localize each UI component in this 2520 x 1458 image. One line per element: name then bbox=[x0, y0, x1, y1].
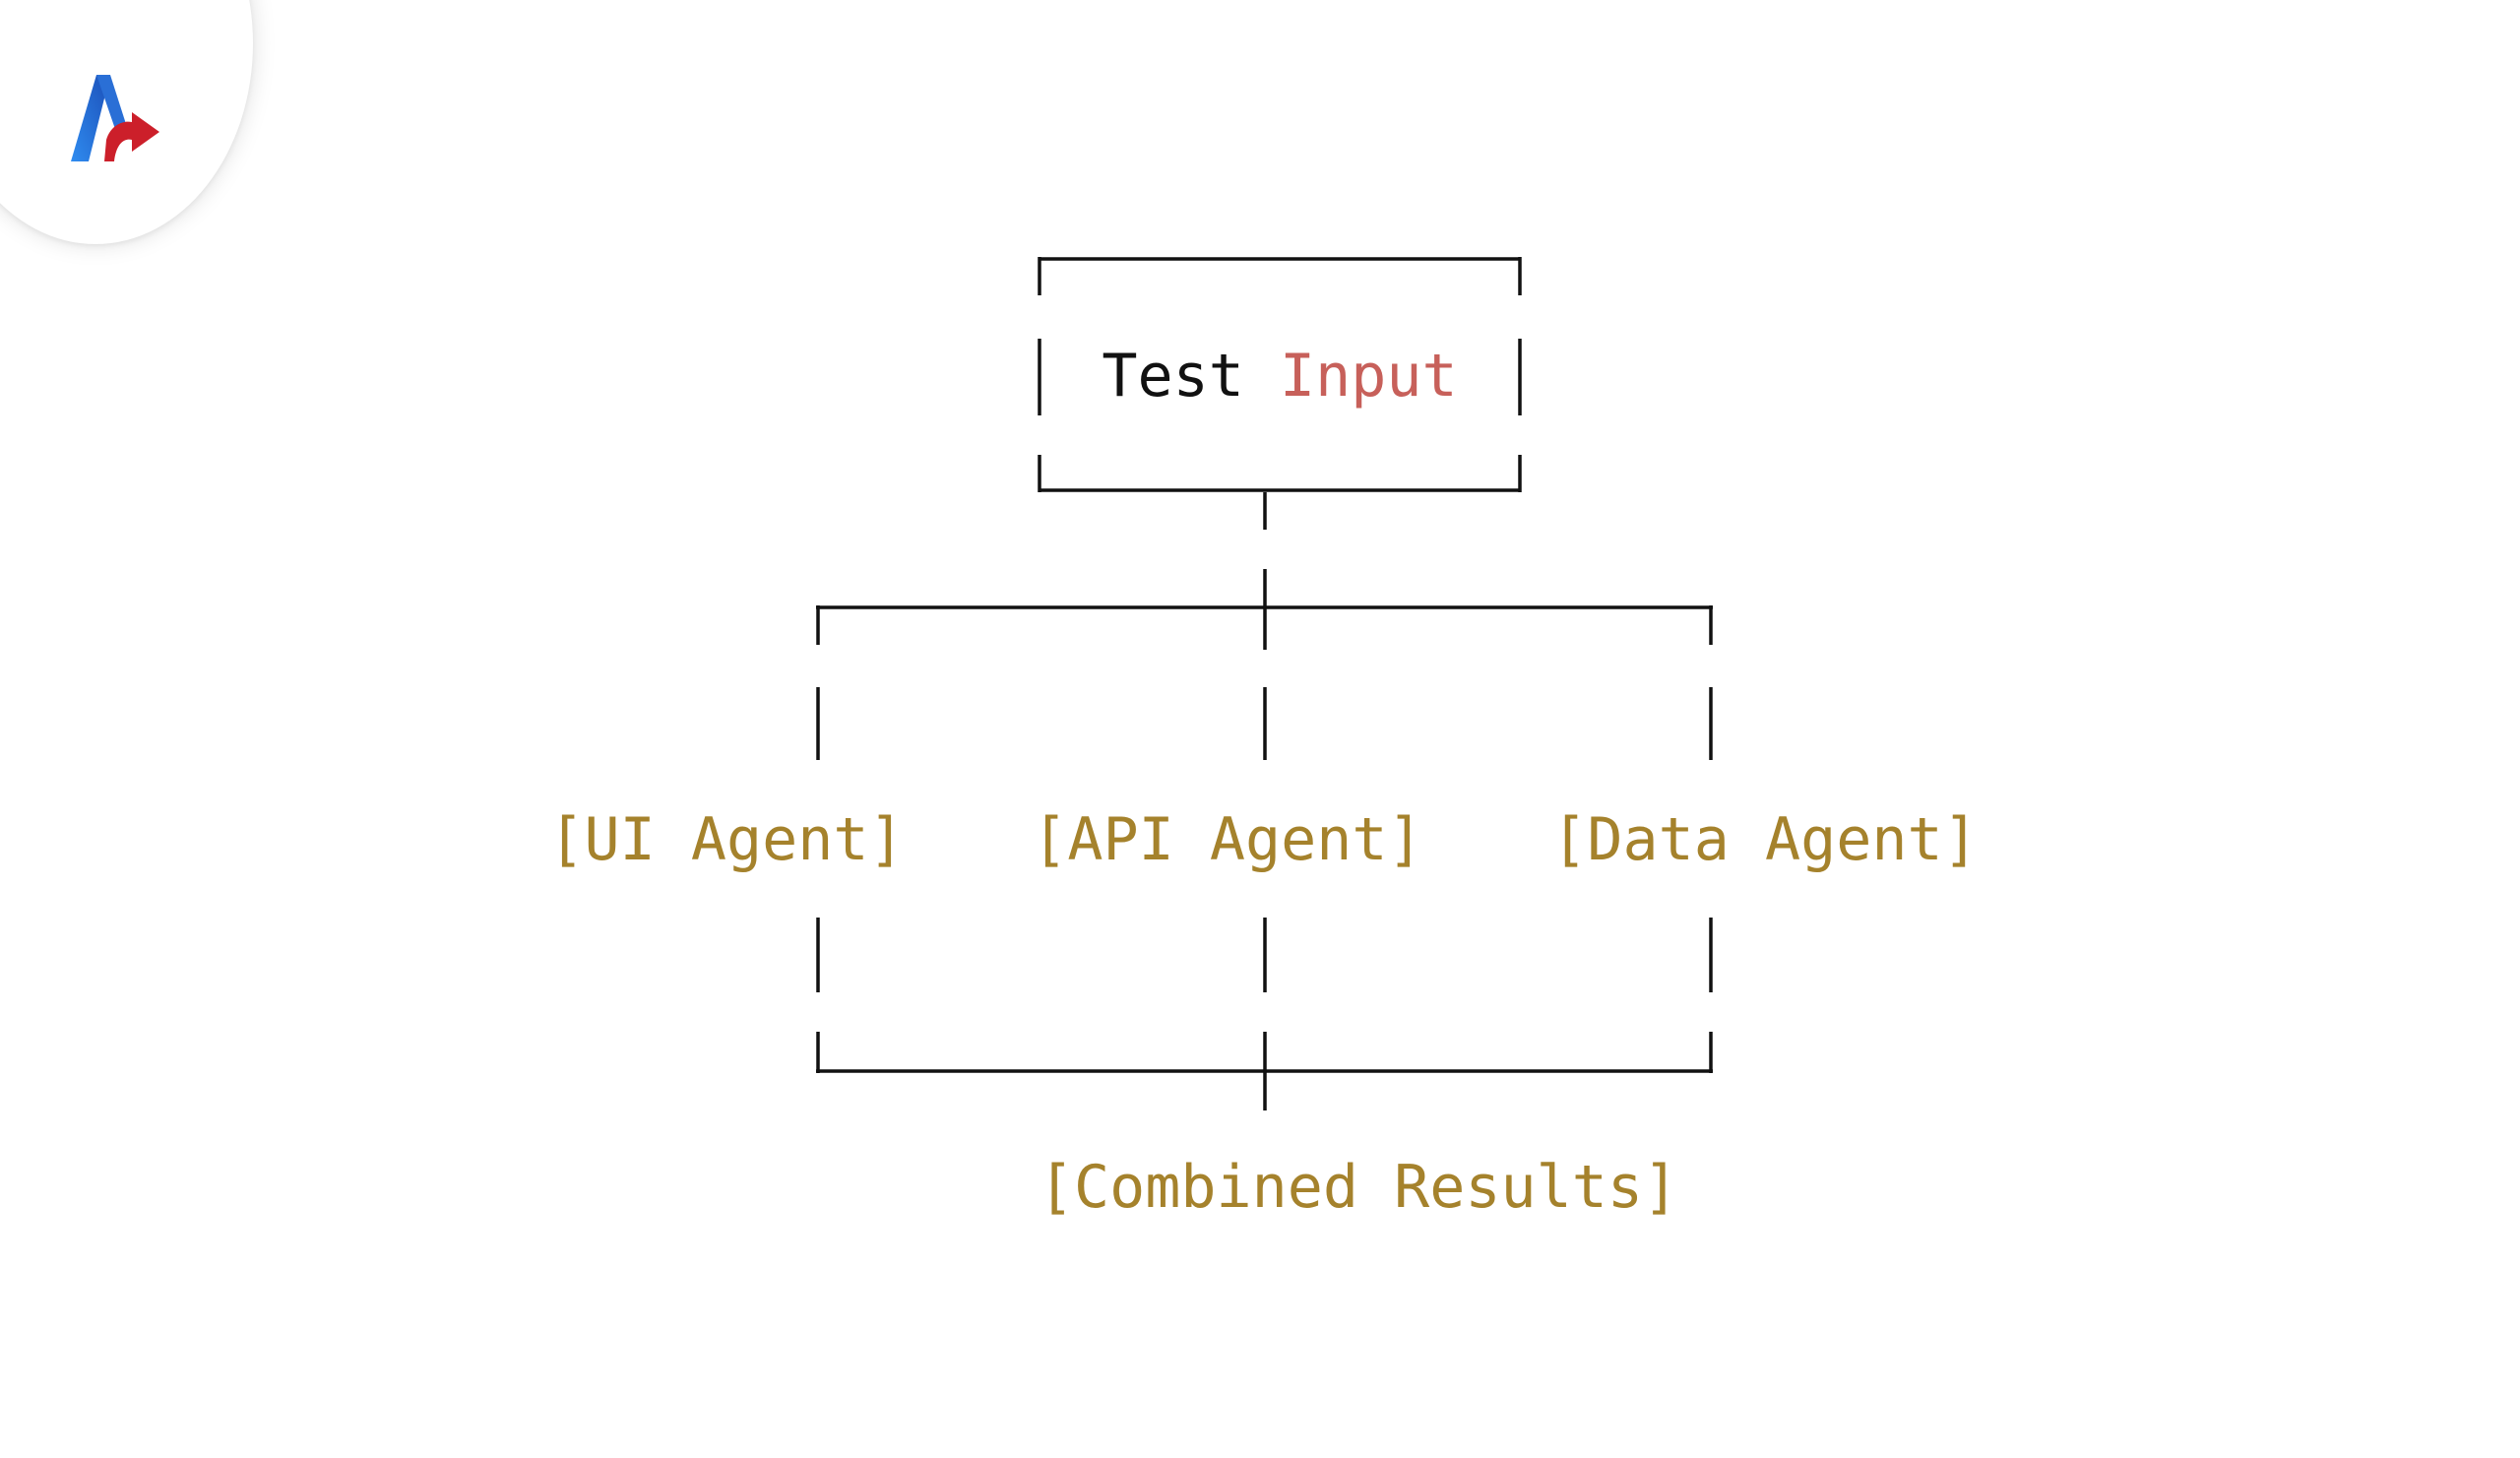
input-label-word2: Input bbox=[1280, 342, 1458, 411]
api-agent-label: [API Agent] bbox=[1032, 805, 1422, 874]
combined-results-label: [Combined Results] bbox=[1039, 1153, 1678, 1222]
ui-agent-label: [UI Agent] bbox=[548, 805, 904, 874]
input-label-word1: Test bbox=[1102, 342, 1244, 411]
fan-out-bracket bbox=[816, 605, 1713, 760]
data-agent-label: [Data Agent] bbox=[1551, 805, 1978, 874]
input-label: Test Input bbox=[1102, 342, 1457, 411]
a-arrow-logo-icon bbox=[71, 75, 159, 161]
test-input-box bbox=[1038, 257, 1522, 492]
fan-in-bracket bbox=[816, 918, 1713, 1110]
